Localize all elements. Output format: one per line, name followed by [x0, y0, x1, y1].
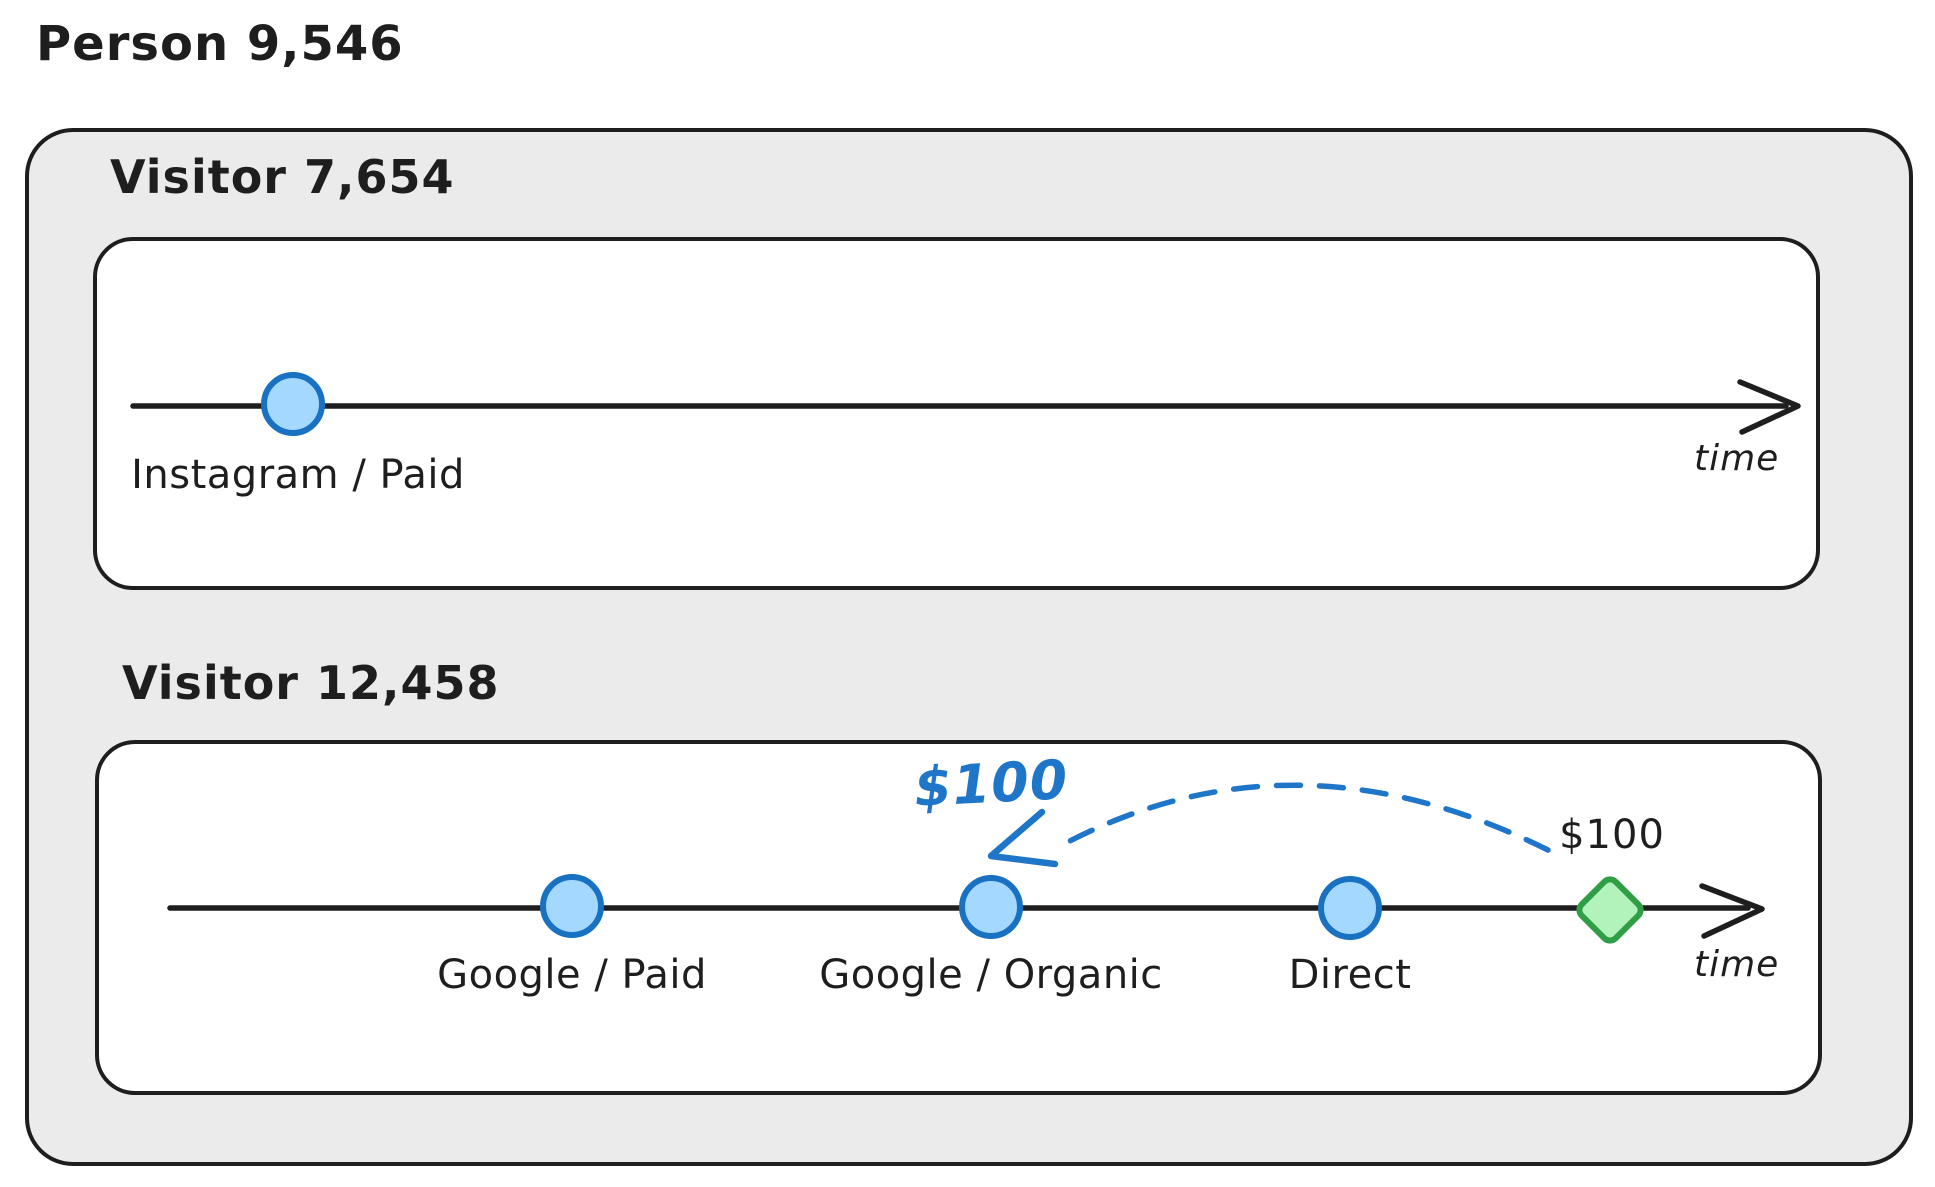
timeline-1-time-label: time	[1694, 438, 1780, 479]
visitor-2-heading: Visitor 12,458	[122, 656, 500, 710]
person-title: Person 9,546	[36, 16, 404, 72]
touchpoint-label-google-organic: Google / Organic	[819, 952, 1163, 998]
touchpoint-label-google-paid: Google / Paid	[437, 952, 707, 998]
visitor-1-timeline-box	[93, 237, 1820, 590]
touchpoint-label-instagram-paid: Instagram / Paid	[131, 452, 465, 498]
attributed-revenue-label: $100	[912, 748, 1070, 819]
touchpoint-label-direct: Direct	[1288, 952, 1412, 998]
visitor-1-heading: Visitor 7,654	[110, 150, 455, 204]
timeline-2-time-label: time	[1694, 944, 1780, 985]
conversion-value-label: $100	[1559, 812, 1665, 858]
